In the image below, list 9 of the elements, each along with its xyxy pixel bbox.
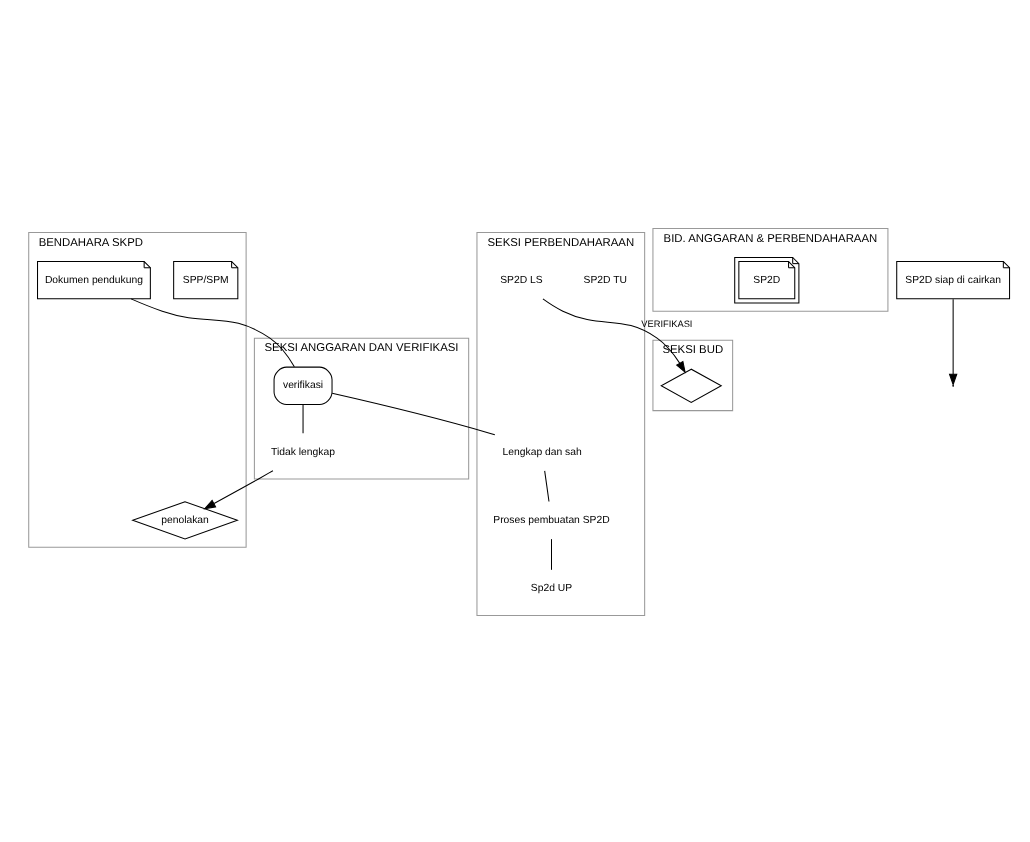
arrow — [542, 297, 686, 373]
connector — [550, 537, 552, 570]
arrow — [203, 469, 274, 509]
connector — [544, 469, 550, 501]
connector — [130, 297, 295, 367]
connector — [331, 391, 496, 435]
arrow — [948, 297, 958, 386]
node-diamond — [660, 367, 723, 402]
connector — [302, 403, 304, 433]
